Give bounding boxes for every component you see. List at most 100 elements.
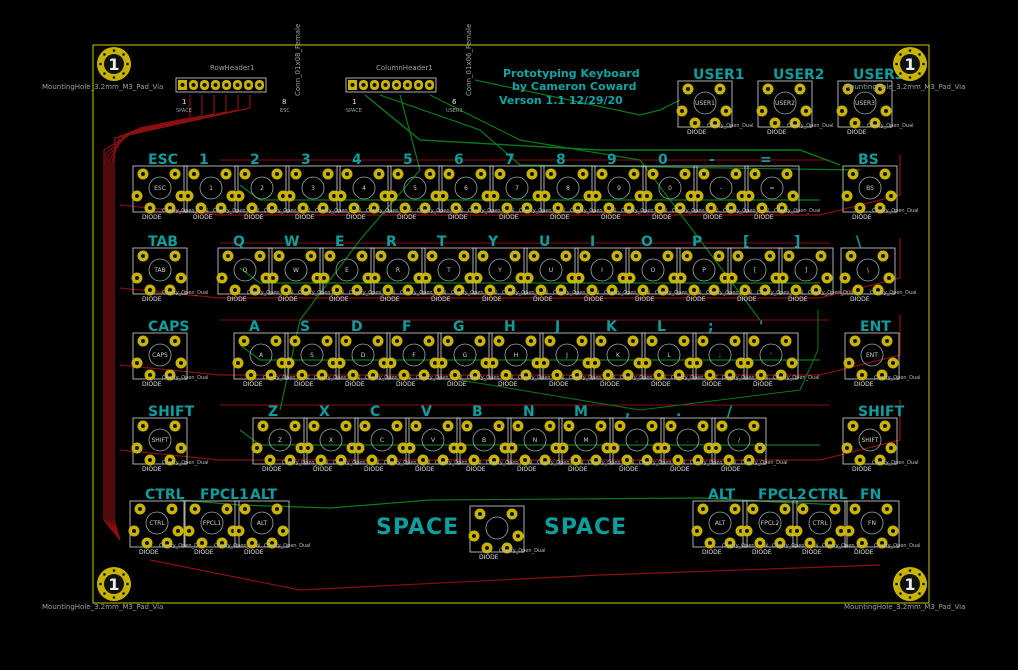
switch-footprint-label: Cherry_Open_Dual: [518, 375, 565, 381]
keycap-text: I: [601, 267, 603, 274]
diode-label: DIODE: [788, 296, 808, 303]
column-header[interactable]: [345, 77, 437, 93]
mounting-hole-br[interactable]: 1: [893, 567, 927, 601]
keycap-text: [: [754, 267, 756, 274]
keycap-text: /: [738, 437, 741, 444]
mounting-holes[interactable]: 1 1 1 1: [97, 47, 927, 601]
row-header[interactable]: [175, 77, 267, 93]
key-silk-label: SHIFT: [148, 404, 195, 420]
keycap-text: B: [482, 437, 486, 444]
mounting-hole-tl[interactable]: 1: [97, 47, 131, 81]
diode-label: DIODE: [244, 214, 264, 221]
keycap-text: ENT: [866, 352, 878, 359]
mounting-hole-tr[interactable]: 1: [893, 47, 927, 81]
diode-label: DIODE: [329, 296, 349, 303]
diode-label: DIODE: [295, 214, 315, 221]
switch-footprint-label: Cherry_Open_Dual: [213, 208, 260, 214]
diode-label: DIODE: [600, 381, 620, 388]
diode-label: DIODE: [686, 296, 706, 303]
switch-footprint-label: Cherry_Open_Dual: [162, 460, 209, 466]
diode-label: DIODE: [243, 381, 263, 388]
diode-label: DIODE: [244, 549, 264, 556]
title-line-1: Prototyping Keyboard: [503, 67, 640, 80]
diode-label: DIODE: [380, 296, 400, 303]
switch-footprint-label: Cherry_Open_Dual: [570, 208, 617, 214]
mounting-hole-label-bl: MountingHole_3.2mm_M3_Pad_Via: [42, 603, 163, 611]
keycap-text: Y: [497, 267, 502, 274]
key-silk-label: C: [370, 404, 380, 420]
key-silk-label: R: [386, 234, 397, 250]
key-silk-label: ,: [625, 404, 630, 420]
keycap-text: 5: [413, 185, 417, 192]
keycap-text: 7: [515, 185, 519, 192]
diode-label: DIODE: [670, 466, 690, 473]
keycap-text: 6: [464, 185, 468, 192]
switch-footprint-label: Cherry_Open_Dual: [569, 375, 616, 381]
keycap-text: R: [396, 267, 400, 274]
keycap-text: G: [463, 352, 468, 359]
key-silk-label: ESC: [148, 152, 178, 168]
switch-footprint-label: Cherry_Open_Dual: [162, 375, 209, 381]
switch-footprint-label: Cherry_Open_Dual: [741, 460, 788, 466]
key-silk-label: E: [335, 234, 345, 250]
keycap-text: ALT: [257, 520, 268, 527]
diode-label: DIODE: [498, 381, 518, 388]
mounting-hole-bl[interactable]: 1: [97, 567, 131, 601]
key-silk-label: I: [590, 234, 595, 250]
key-switch-footprints[interactable]: ESCESCDIODECherry_Open_Dual11DIODECherry…: [128, 67, 921, 561]
switch-footprint-label: Cherry_Open_Dual: [384, 460, 431, 466]
keycap-text: E: [345, 267, 349, 274]
row-header-part: Conn_01x08_Female: [294, 24, 302, 96]
keycap-text: SHIFT: [861, 437, 878, 444]
diode-label: DIODE: [346, 214, 366, 221]
pin-headers[interactable]: [175, 77, 437, 93]
key-silk-label: 8: [556, 152, 566, 168]
diode-label: DIODE: [687, 129, 707, 136]
